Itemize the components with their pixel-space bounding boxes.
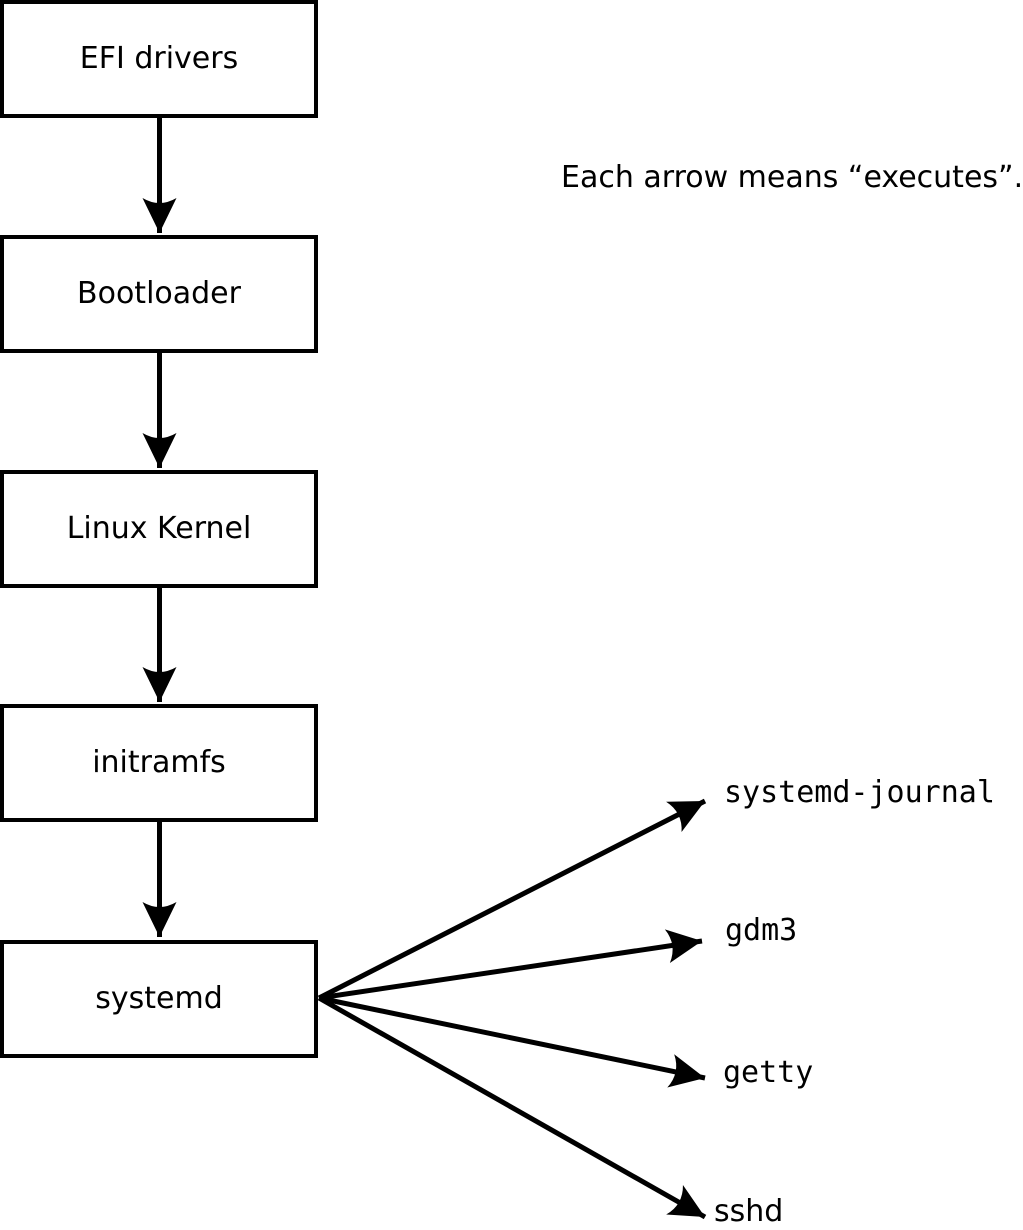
chain-node-initramfs: initramfs: [0, 704, 318, 822]
chain-node-label: Linux Kernel: [66, 511, 252, 546]
chain-node-linux-kernel: Linux Kernel: [0, 470, 318, 588]
chain-node-label: initramfs: [92, 745, 226, 780]
chain-node-label: systemd: [95, 981, 223, 1016]
arrow-systemd-to-journal: [317, 798, 707, 1001]
chain-node-efi-drivers: EFI drivers: [0, 0, 318, 118]
arrow-meaning-note: Each arrow means “executes”.: [561, 160, 1023, 195]
arrow-systemd-to-sshd: [317, 995, 707, 1220]
arrow-systemd-to-getty: [318, 995, 706, 1088]
chain-node-label: EFI drivers: [79, 41, 239, 76]
process-label-gdm3: gdm3: [725, 913, 798, 948]
arrow-systemd-to-gdm3: [318, 929, 703, 1001]
chain-node-systemd: systemd: [0, 940, 318, 1058]
chain-node-label: Bootloader: [77, 276, 241, 311]
chain-node-bootloader: Bootloader: [0, 235, 318, 353]
process-label-systemd-journal: systemd-journal: [724, 775, 995, 810]
process-label-getty: getty: [723, 1055, 814, 1090]
process-label-sshd: sshd: [714, 1194, 784, 1229]
